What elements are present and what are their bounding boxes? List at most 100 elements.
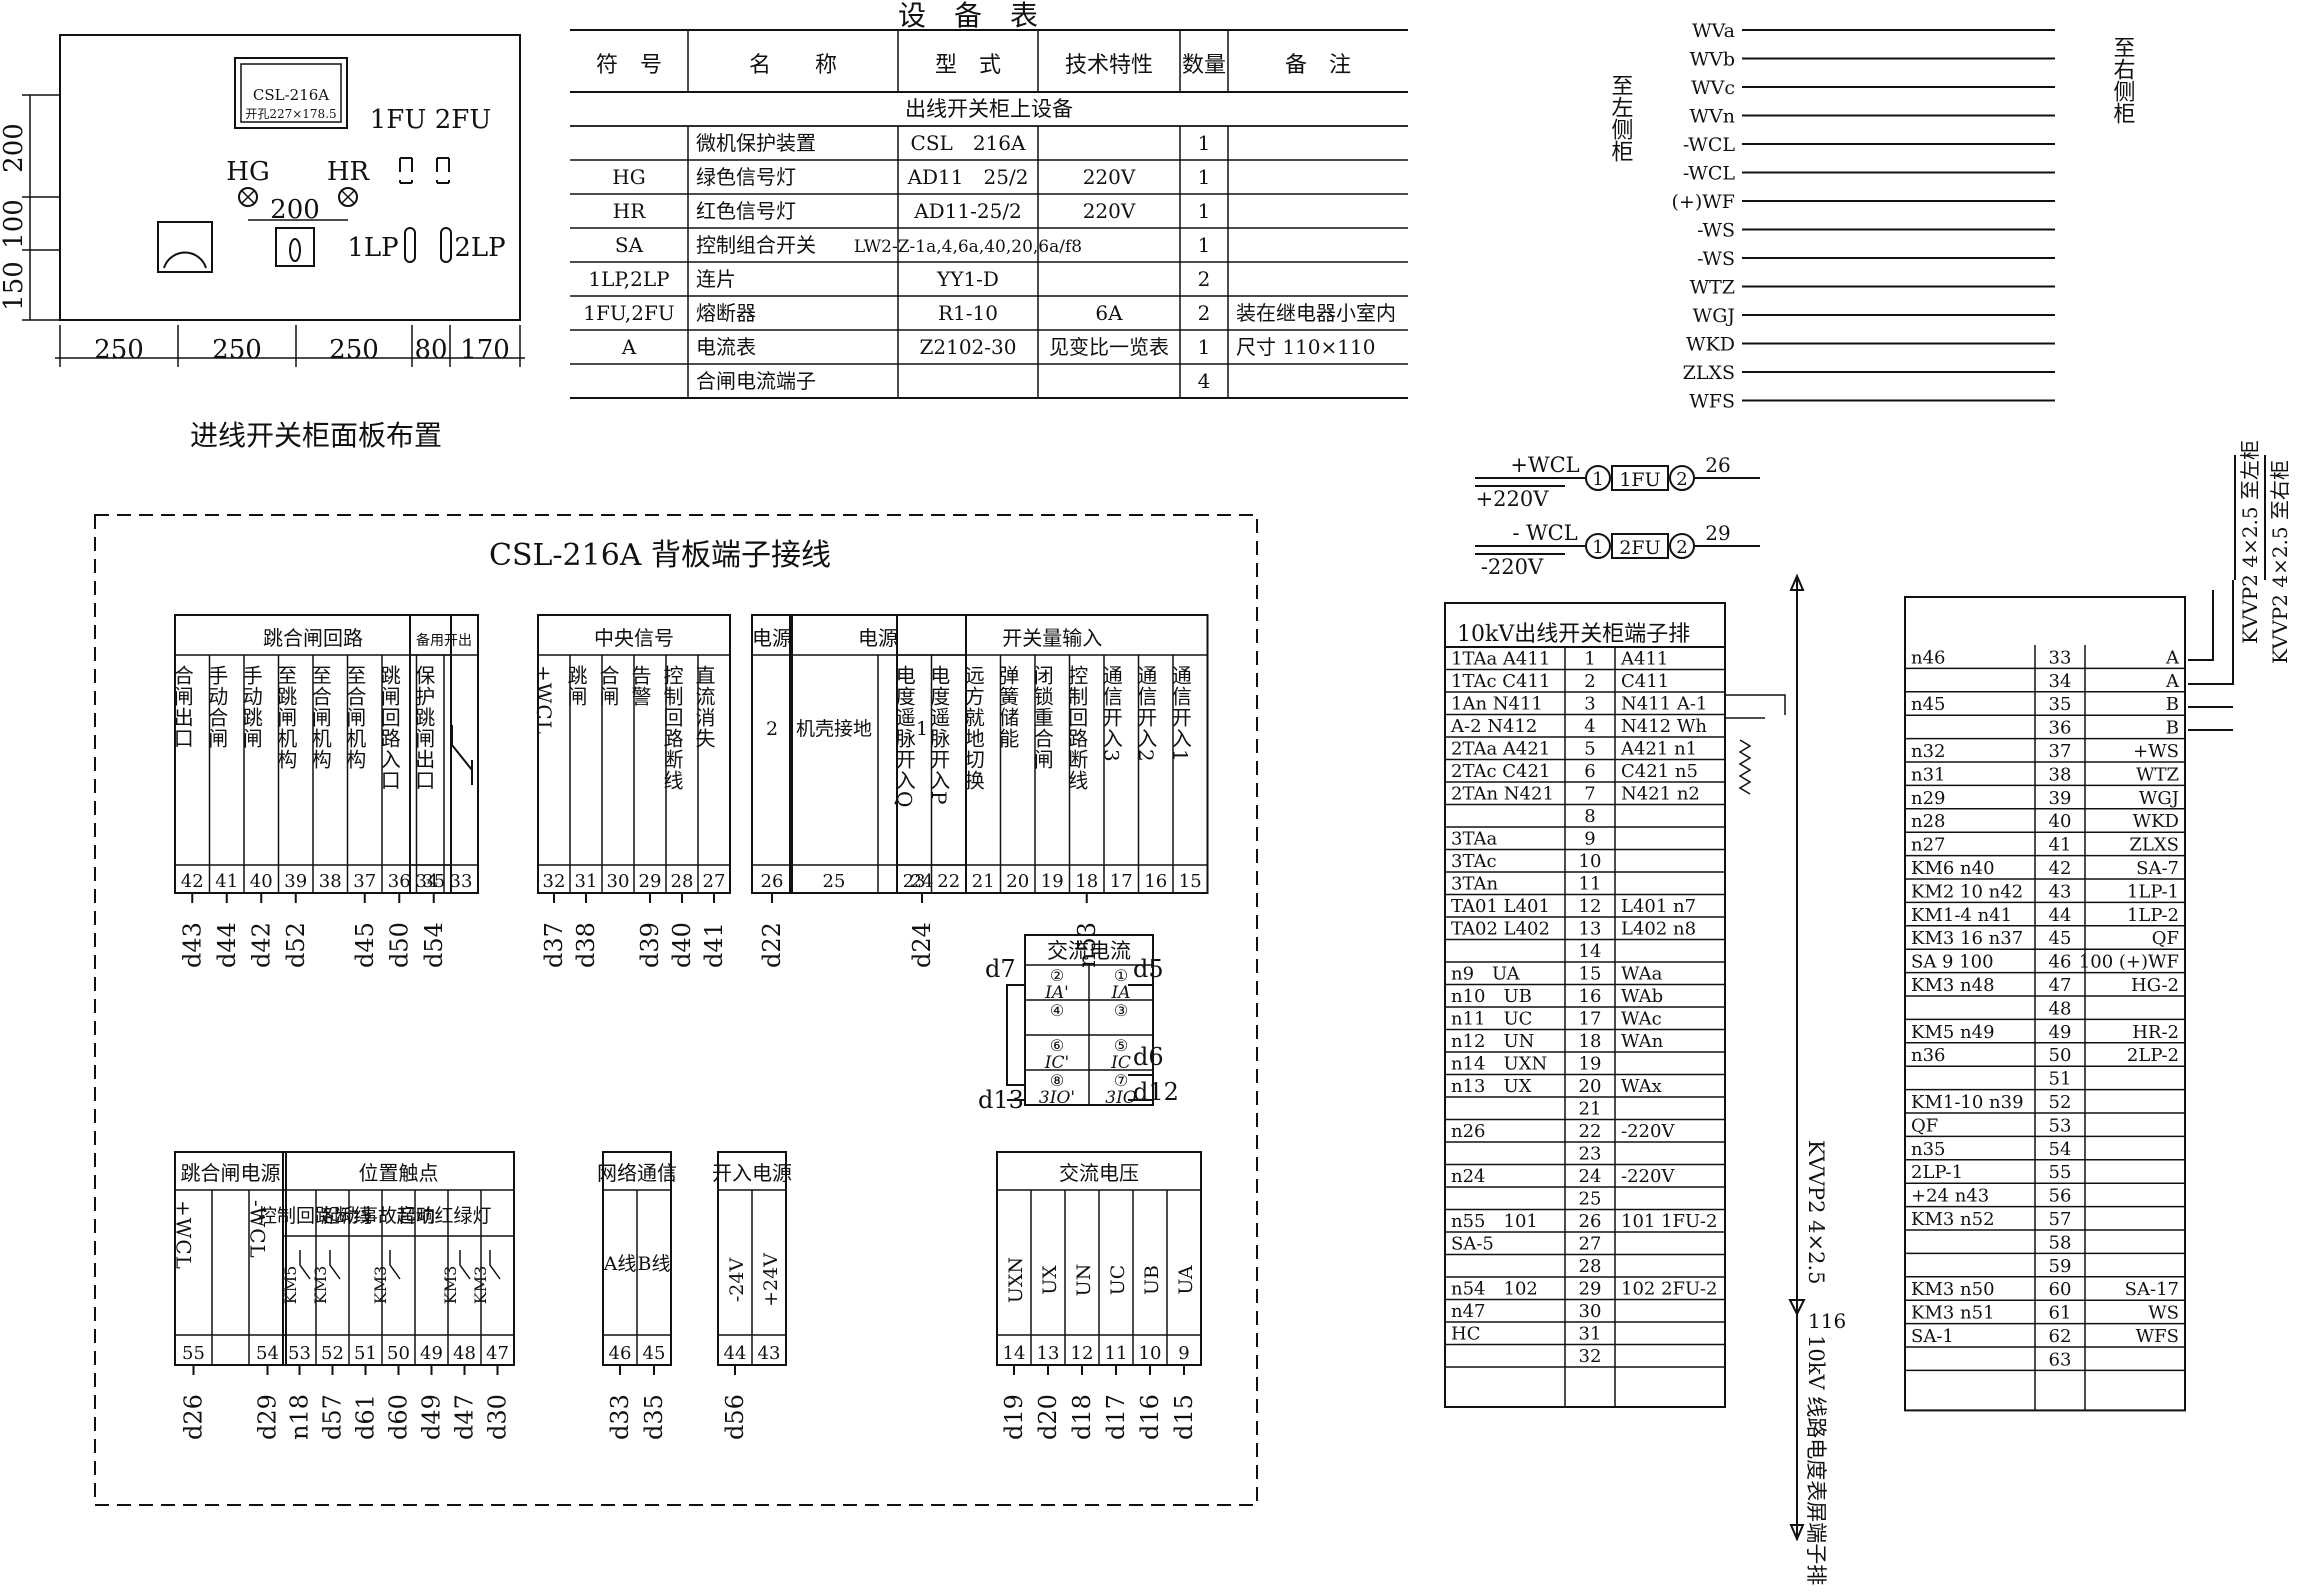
terminal-number: 9 xyxy=(1178,1343,1189,1364)
contact-label: KM3 xyxy=(371,1266,390,1305)
strip-left-cell: n28 xyxy=(1911,811,1946,832)
strip-right-cell: WFS xyxy=(2136,1326,2179,1347)
terminal-number: 33 xyxy=(450,871,473,892)
strip-left-cell: SA-1 xyxy=(1911,1326,1954,1347)
strip-left-cell: 2TAc C421 xyxy=(1451,761,1550,782)
wire-label: d37 xyxy=(540,922,568,968)
terminal-number: 22 xyxy=(937,871,960,892)
terminal-number: 37 xyxy=(353,871,376,892)
strip-left-cell: n46 xyxy=(1911,647,1946,668)
terminal-number: 27 xyxy=(703,871,726,892)
wire-label: d33 xyxy=(606,1394,634,1440)
terminal-number: 32 xyxy=(543,871,566,892)
strip-terminal-number: 29 xyxy=(1579,1279,1602,1300)
table-cell: AD11-25/2 xyxy=(913,199,1022,223)
terminal-number: 30 xyxy=(607,871,630,892)
terminal-label: 至合闸机构 xyxy=(343,665,367,770)
terminal-number: 47 xyxy=(486,1343,509,1364)
strip-right-cell: N421 n2 xyxy=(1621,784,1700,805)
strip-right-cell: A xyxy=(2165,671,2180,692)
table-cell: 1 xyxy=(1198,165,1211,189)
terminal-number: 40 xyxy=(250,871,273,892)
terminal-number: 23 xyxy=(903,871,926,892)
wire-label: d47 xyxy=(451,1394,479,1440)
wire-label: d42 xyxy=(247,922,275,968)
terminal-label: 机壳接地 xyxy=(796,718,872,740)
current-terminal: ⑦ xyxy=(1114,1071,1128,1090)
fuse-bottom-label: +220V xyxy=(1476,487,1550,511)
bus-line-label: WVc xyxy=(1691,77,1735,99)
strip-right-cell: HR-2 xyxy=(2132,1022,2179,1043)
table-header: 技术特性 xyxy=(1065,53,1153,78)
strip-terminal-number: 49 xyxy=(2049,1022,2072,1043)
strip-right-cell: B xyxy=(2166,718,2179,739)
strip-left-cell: KM1-10 n39 xyxy=(1911,1092,2024,1113)
fuse-icon xyxy=(1611,465,1669,491)
strip-right-cell: +WS xyxy=(2133,741,2179,762)
table-cell: 红色信号灯 xyxy=(696,199,796,223)
cable-number: 116 xyxy=(1808,1309,1846,1333)
strip-left-cell: 2LP-1 xyxy=(1911,1162,1963,1183)
strip-right-cell: -220V xyxy=(1621,1166,1675,1187)
wire-label: d19 xyxy=(1000,1394,1028,1440)
bus-line-label: ZLXS xyxy=(1683,362,1735,384)
strip-right-cell: WTZ xyxy=(2136,764,2179,785)
wire-label: d50 xyxy=(385,922,413,968)
terminal-label: 通信开入2 xyxy=(1134,665,1158,763)
dim-h-3: 250 xyxy=(329,335,379,365)
strip-terminal-number: 3 xyxy=(1584,694,1595,715)
strip-right-cell: -220V xyxy=(1621,1121,1675,1142)
fuse-in-label: 1 xyxy=(1592,469,1603,490)
bus-line-label: WKD xyxy=(1686,334,1735,356)
terminal-number: 29 xyxy=(639,871,662,892)
contact-label: KM5 xyxy=(281,1266,300,1305)
wire-label: d17 xyxy=(1102,1394,1130,1440)
current-terminal: ④ xyxy=(1050,1001,1064,1020)
strip-left-cell: n13 UX xyxy=(1451,1076,1532,1097)
equipment-table-title: 设 备 表 xyxy=(898,0,1038,32)
wire-label: d35 xyxy=(640,1394,668,1440)
current-signal: IA xyxy=(1111,983,1131,1003)
table-cell: 绿色信号灯 xyxy=(696,165,796,189)
strip-terminal-number: 27 xyxy=(1579,1234,1602,1255)
strip-terminal-number: 59 xyxy=(2049,1256,2072,1277)
terminal-label: 跳闸 xyxy=(564,665,588,707)
bus-line-label: (+)WF xyxy=(1672,191,1735,213)
table-cell: LW2-Z-1a,4,6a,40,20,6a/f8 xyxy=(854,237,1082,257)
fu2-label: 2FU xyxy=(435,105,492,135)
terminal-number: 35 xyxy=(422,871,445,892)
strip-terminal-number: 13 xyxy=(1579,919,1602,940)
terminal-number: 15 xyxy=(1179,871,1202,892)
table-cell: A xyxy=(621,335,637,359)
cable-lines xyxy=(2188,580,2234,731)
block-header: 位置触点 xyxy=(359,1161,439,1185)
terminal-label: 手动跳闸 xyxy=(239,665,263,749)
strip-right-cell: HG-2 xyxy=(2131,975,2179,996)
strip-terminal-number: 55 xyxy=(2049,1162,2072,1183)
table-cell: 连片 xyxy=(696,267,736,291)
strip-left-cell: SA 9 100 xyxy=(1911,952,1994,973)
terminal-block xyxy=(896,614,1209,894)
wire-label: d38 xyxy=(572,922,600,968)
strip-terminal-number: 28 xyxy=(1579,1256,1602,1277)
cable-fanout xyxy=(1725,694,1786,795)
table-cell: 微机保护装置 xyxy=(696,131,816,155)
strip-terminal-number: 34 xyxy=(2049,671,2072,692)
strip-right-cell: WAc xyxy=(1621,1009,1662,1030)
wire-label: d6 xyxy=(1133,1043,1164,1071)
strip-right-cell: N411 A-1 xyxy=(1621,694,1707,715)
terminal-label: -24V xyxy=(726,1258,748,1303)
strip-terminal-number: 16 xyxy=(1579,986,1602,1007)
control-switch-icon xyxy=(275,227,315,267)
strip-left-cell: SA-5 xyxy=(1451,1234,1494,1255)
strip-terminal-number: 58 xyxy=(2049,1232,2072,1253)
strip-terminal-number: 45 xyxy=(2049,928,2072,949)
terminal-label: 直流消失 xyxy=(692,665,716,749)
table-cell: 2 xyxy=(1198,301,1211,325)
terminal-label: +24V xyxy=(760,1253,782,1307)
panel-layout: CSL-216A 开孔227×178.5 1FU 2FU HG HR 200 1… xyxy=(0,34,525,452)
strip-terminal-number: 42 xyxy=(2049,858,2072,879)
block-header: 电源 xyxy=(858,626,898,650)
